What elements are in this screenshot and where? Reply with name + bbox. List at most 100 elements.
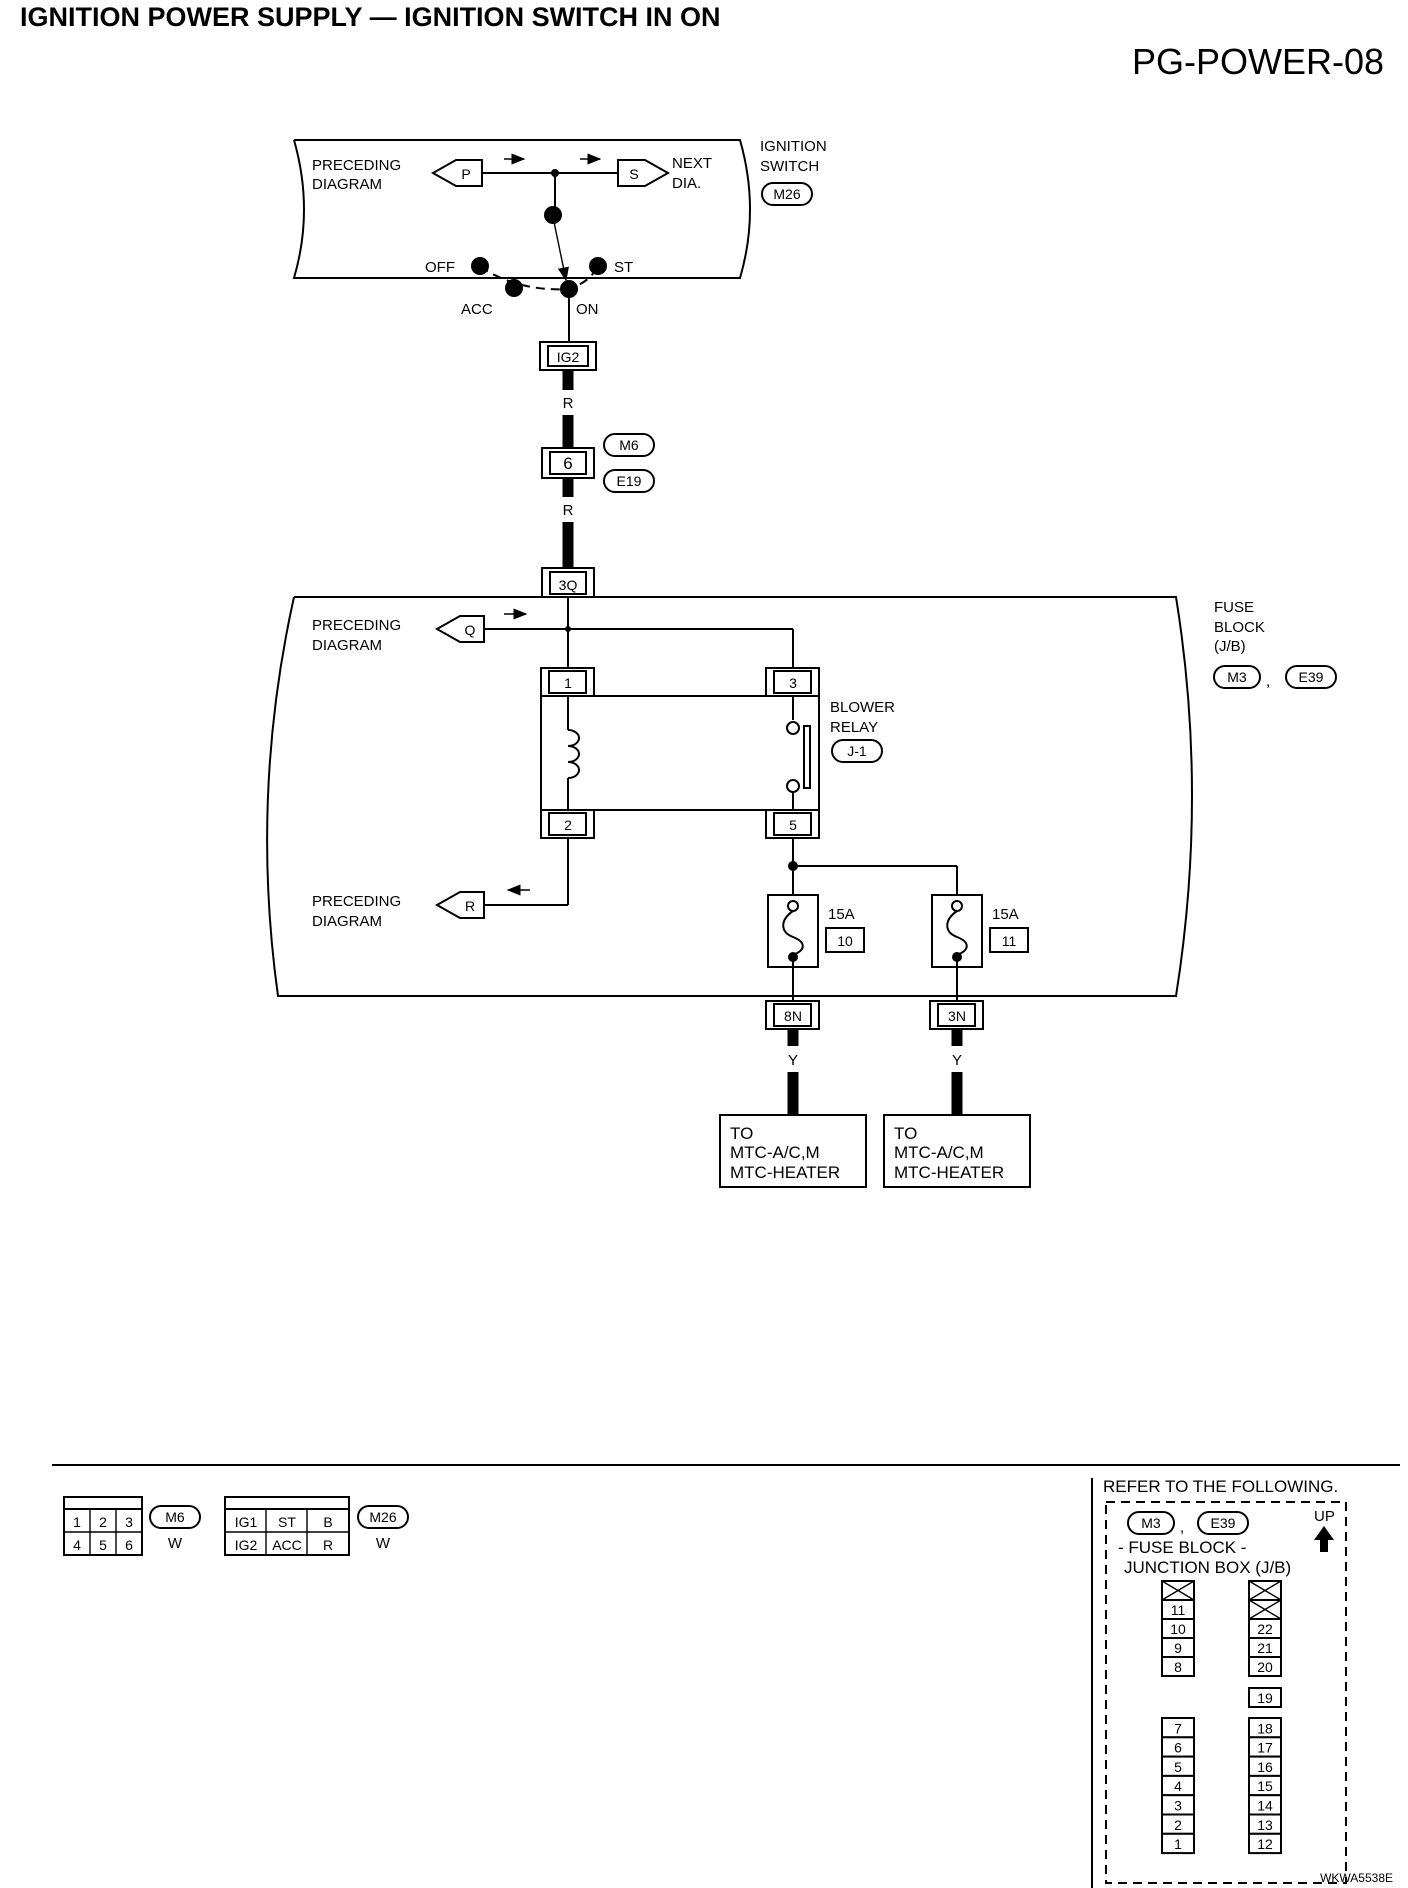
fuse-slot-left-bottom-0: 7 xyxy=(1174,1720,1182,1736)
connector-badge-j1 xyxy=(831,739,883,763)
m6-pin-5: 5 xyxy=(99,1537,107,1553)
preceding-q-label-2: DIAGRAM xyxy=(312,637,382,654)
m26-pin-st: ST xyxy=(278,1514,296,1530)
fuse-slot-right-bottom-1: 17 xyxy=(1257,1740,1273,1756)
m26-pin-ig1: IG1 xyxy=(235,1514,258,1530)
fuse-11-number: 11 xyxy=(1002,933,1017,949)
fuse-slot-left-bottom-5: 2 xyxy=(1174,1817,1182,1833)
fuse-slot-left-bottom-1: 6 xyxy=(1174,1740,1182,1756)
connector-badge-e19 xyxy=(603,469,655,493)
terminal-3q-text: 3Q xyxy=(559,577,578,593)
fuse-10-amp: 15A xyxy=(828,906,855,923)
refer-title: REFER TO THE FOLLOWING. xyxy=(1103,1477,1338,1496)
fuse-block-label-3: (J/B) xyxy=(1214,638,1246,655)
destination-2-line-2: MTC-A/C,M xyxy=(894,1143,984,1162)
preceding-arrow-p-text: P xyxy=(461,166,470,182)
connector-face-m6: 1 2 3 4 5 6 M6 W xyxy=(63,1496,201,1556)
fuse-slot-right-top-2: 20 xyxy=(1257,1659,1273,1675)
fuse-slot-left-bottom-4: 3 xyxy=(1174,1798,1182,1814)
wire-color-y-1: Y xyxy=(788,1052,798,1069)
preceding-arrow-p xyxy=(430,159,483,187)
connector-face-m26: IG1 ST B IG2 ACC R M26 W xyxy=(224,1496,409,1556)
page-code: PG-POWER-08 xyxy=(1132,41,1384,82)
next-label: NEXT xyxy=(672,155,712,172)
destination-2-line-1: TO xyxy=(894,1124,917,1143)
connector-badge-e39 xyxy=(1285,665,1337,689)
switch-position-off xyxy=(471,257,489,275)
preceding-r-label: PRECEDING xyxy=(312,893,401,910)
refer-line-2: JUNCTION BOX (J/B) xyxy=(1124,1558,1291,1577)
wire-color-r-2: R xyxy=(563,502,574,519)
fuse-slot-right-bottom-0: 18 xyxy=(1257,1720,1273,1736)
figure-code: WKWA5538E xyxy=(1320,1871,1393,1885)
preceding-q-label: PRECEDING xyxy=(312,617,401,634)
destination-1-line-1: TO xyxy=(730,1124,753,1143)
m6-pin-4: 4 xyxy=(73,1537,81,1553)
ignition-switch-outline xyxy=(292,139,751,279)
m26-pin-acc: ACC xyxy=(272,1537,302,1553)
fuse-slot-left-top-1: 10 xyxy=(1170,1621,1186,1637)
relay-pin-2-text: 2 xyxy=(564,817,572,833)
connector-badge-m6-text: M6 xyxy=(619,437,639,453)
page-title: IGNITION POWER SUPPLY — IGNITION SWITCH … xyxy=(20,2,721,32)
relay-pin-5-text: 5 xyxy=(789,817,797,833)
preceding-r-label-2: DIAGRAM xyxy=(312,913,382,930)
destination-1-line-2: MTC-A/C,M xyxy=(730,1143,820,1162)
fuse-10-number: 10 xyxy=(837,933,853,949)
m6-pin-2: 2 xyxy=(99,1514,107,1530)
refer-conn-e39: E39 xyxy=(1211,1515,1236,1531)
fuse-11: 15A 11 xyxy=(931,894,1029,968)
m26-pin-ig2: IG2 xyxy=(235,1537,258,1553)
fuse-11-amp: 15A xyxy=(992,906,1019,923)
fuse-block-label-2: BLOCK xyxy=(1214,619,1265,636)
relay-pin-3-text: 3 xyxy=(789,675,797,691)
fuse-slot-left-top-3: 8 xyxy=(1174,1659,1182,1675)
fuse-slot-right-bottom-6: 12 xyxy=(1257,1836,1273,1852)
preceding-arrow-q-text: Q xyxy=(465,622,476,638)
fuse-icon xyxy=(782,910,804,956)
refer-line-1: - FUSE BLOCK - xyxy=(1118,1538,1246,1557)
connector-badge-e39-text: E39 xyxy=(1299,669,1324,685)
m26-connector-id: M26 xyxy=(369,1509,396,1525)
fuse-slot-left-bottom-6: 1 xyxy=(1174,1836,1182,1852)
fuse-slot-right-top-1: 21 xyxy=(1257,1640,1273,1656)
next-arrow-s xyxy=(617,159,671,187)
connector-badge-m6 xyxy=(603,433,655,457)
destination-box-1: TO MTC-A/C,M MTC-HEATER xyxy=(719,1114,867,1188)
blower-relay-label-2: RELAY xyxy=(830,719,878,736)
m6-pin-1: 1 xyxy=(73,1514,81,1530)
refer-panel: REFER TO THE FOLLOWING. M3 , E39 UP - FU… xyxy=(1091,1477,1347,1888)
fuse-slot-right-bottom-4: 14 xyxy=(1257,1798,1273,1814)
preceding-arrow-r xyxy=(434,891,485,919)
blower-relay-label: BLOWER xyxy=(830,699,895,716)
fuse-slot-right-bottom-5: 13 xyxy=(1257,1817,1273,1833)
switch-position-off-label: OFF xyxy=(425,259,455,276)
joint-connector-m6-e19: 6 M6 E19 xyxy=(541,433,655,493)
m26-pin-b: B xyxy=(323,1514,332,1530)
wire-color-r-1: R xyxy=(563,395,574,412)
switch-position-on-label: ON xyxy=(576,301,599,318)
relay-contact-icon xyxy=(786,721,800,735)
preceding-label-2: DIAGRAM xyxy=(312,176,382,193)
relay-pin-1-text: 1 xyxy=(564,675,572,691)
preceding-arrow-r-text: R xyxy=(465,898,475,914)
fuse-block-label: FUSE xyxy=(1214,599,1254,616)
destination-2-line-3: MTC-HEATER xyxy=(894,1163,1004,1182)
destination-box-2: TO MTC-A/C,M MTC-HEATER xyxy=(883,1114,1031,1188)
connector-badge-m26 xyxy=(761,182,813,206)
ignition-switch-panel: IGNITION SWITCH M26 PRECEDING DIAGRAM P … xyxy=(292,138,827,371)
comma-separator: , xyxy=(1266,673,1270,690)
m26-pin-r: R xyxy=(323,1537,333,1553)
next-label-2: DIA. xyxy=(672,175,701,192)
fuse-icon-2 xyxy=(946,910,968,956)
fuse-slot-19: 19 xyxy=(1257,1690,1273,1706)
m6-pin-3: 3 xyxy=(125,1514,133,1530)
up-label: UP xyxy=(1314,1508,1335,1525)
m6-connector-id: M6 xyxy=(165,1509,185,1525)
preceding-arrow-q xyxy=(434,615,485,643)
connector-badge-m26-text: M26 xyxy=(773,186,800,202)
next-arrow-s-text: S xyxy=(629,166,638,182)
fuse-slot-right-top-0: 22 xyxy=(1257,1621,1273,1637)
